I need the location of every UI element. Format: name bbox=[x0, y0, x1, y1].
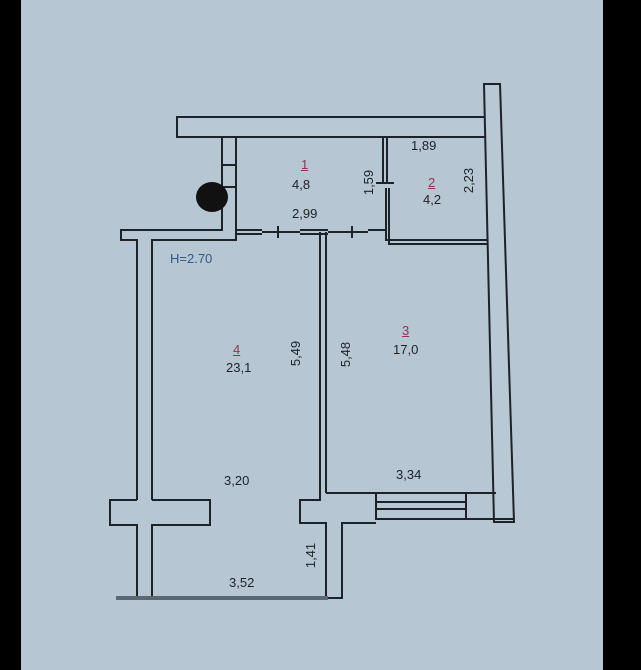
room-3-area: 17,0 bbox=[393, 342, 419, 357]
room-4-width: 3,20 bbox=[224, 473, 250, 488]
room-2-depth: 2,23 bbox=[461, 167, 477, 194]
room-1-area: 4,8 bbox=[292, 177, 311, 192]
room-1-width: 2,99 bbox=[292, 206, 318, 221]
room-2-number: 2 bbox=[428, 175, 436, 190]
balcony-width: 3,52 bbox=[229, 575, 255, 590]
room-3-depth: 5,48 bbox=[338, 341, 354, 368]
balcony-depth: 1,41 bbox=[303, 542, 319, 569]
room-4-number: 4 bbox=[233, 342, 241, 357]
room-4-area: 23,1 bbox=[226, 360, 252, 375]
room-2-area: 4,2 bbox=[423, 192, 442, 207]
room-2-width: 1,89 bbox=[411, 138, 437, 153]
room-1-number: 1 bbox=[301, 157, 309, 172]
room-4-depth: 5,49 bbox=[288, 340, 304, 367]
room-3-width: 3,34 bbox=[396, 467, 422, 482]
room-1-depth: 1,59 bbox=[361, 169, 377, 196]
room-3-number: 3 bbox=[402, 323, 410, 338]
ceiling-height-label: H=2.70 bbox=[170, 251, 213, 266]
